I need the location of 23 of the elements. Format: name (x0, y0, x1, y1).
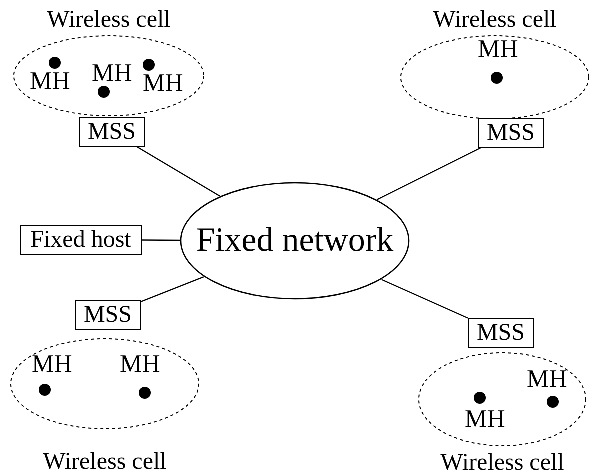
host-label: MH (143, 71, 184, 97)
host-label: MH (32, 352, 72, 378)
cell-label: Wireless cell (47, 8, 171, 32)
host-box: MSS (468, 318, 534, 348)
connector-line (140, 276, 204, 302)
connector-line (377, 147, 482, 200)
network-label: Fixed network (196, 222, 394, 260)
host-label: MH (527, 367, 568, 393)
cell-label: Wireless cell (433, 8, 557, 32)
host-box: MSS (79, 117, 145, 147)
host-box: MSS (478, 118, 544, 148)
host-box: MSS (75, 300, 141, 330)
host-label: MH (30, 69, 70, 95)
host-label: MH (120, 352, 160, 378)
connector-line (382, 279, 468, 319)
connector-line (136, 146, 220, 197)
connector-line (142, 240, 180, 242)
cell-label: Wireless cell (440, 451, 564, 474)
host-label: MH (478, 37, 518, 63)
host-label: MH (92, 61, 132, 87)
host-box: Fixed host (20, 225, 142, 255)
host-label: MH (465, 407, 506, 433)
cell-label: Wireless cell (43, 450, 167, 474)
